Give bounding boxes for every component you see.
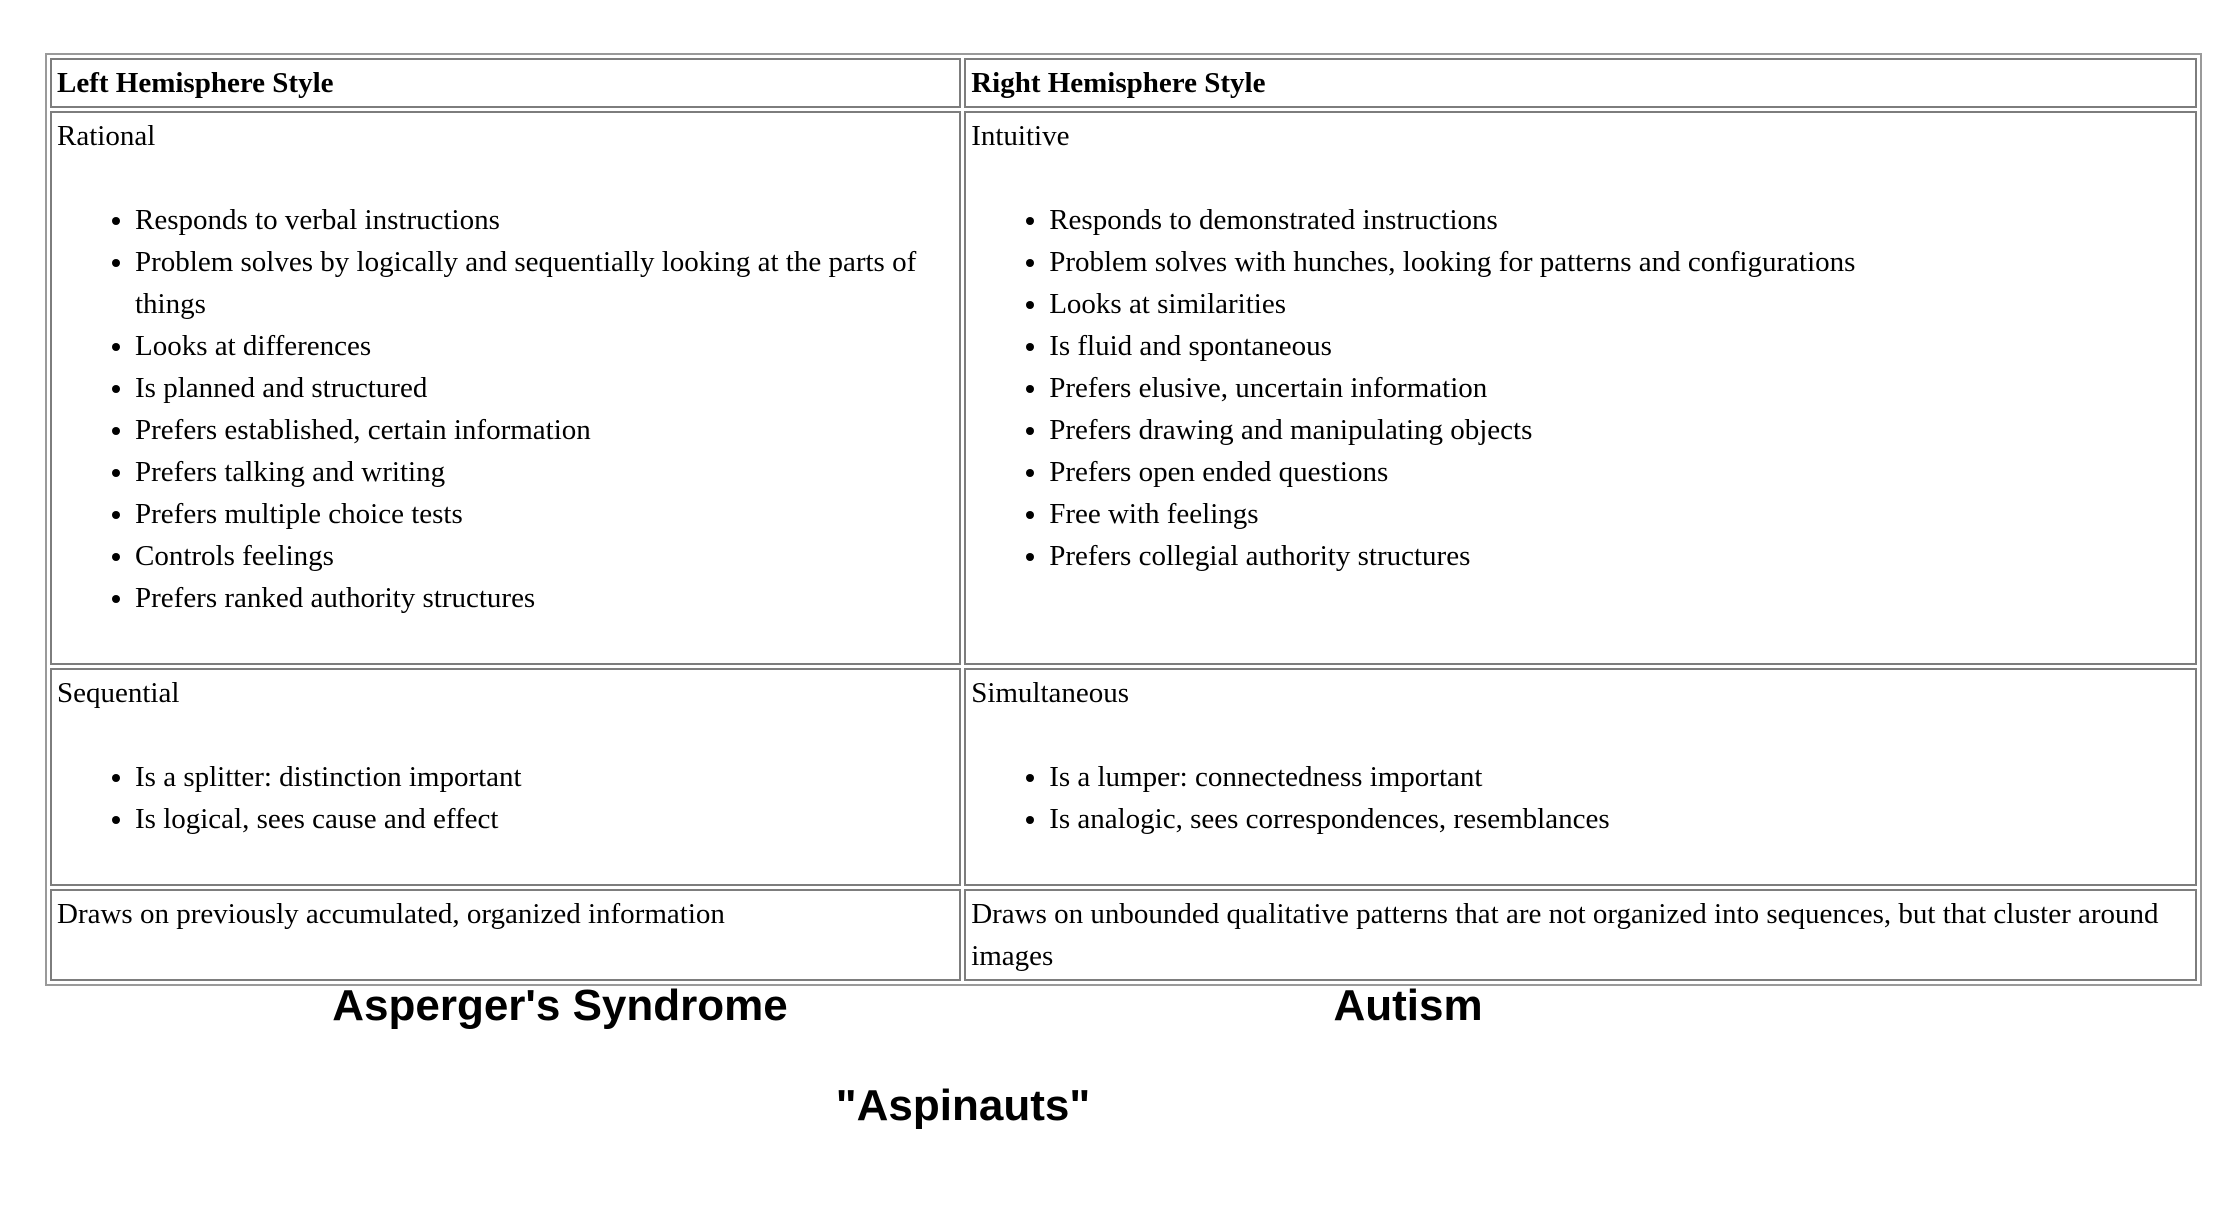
cell-intuitive: Intuitive Responds to demonstrated instr… bbox=[964, 111, 2197, 665]
bullet-item: Prefers established, certain information bbox=[135, 409, 953, 451]
caption-aspinauts: "Aspinauts" bbox=[835, 1081, 1091, 1130]
bullet-list: Responds to demonstrated instructionsPro… bbox=[971, 199, 2189, 577]
bullet-list: Is a lumper: connectedness importantIs a… bbox=[971, 756, 2189, 840]
cell-text: Draws on unbounded qualitative patterns … bbox=[971, 898, 2159, 972]
bullet-item: Is a splitter: distinction important bbox=[135, 756, 953, 798]
bullet-item: Prefers drawing and manipulating objects bbox=[1049, 409, 2189, 451]
bullet-item: Looks at differences bbox=[135, 325, 953, 367]
bullet-list: Responds to verbal instructionsProblem s… bbox=[57, 199, 953, 619]
bullet-item: Prefers open ended questions bbox=[1049, 451, 2189, 493]
cell-heading: Simultaneous bbox=[971, 677, 1130, 709]
bullet-item: Responds to demonstrated instructions bbox=[1049, 199, 2189, 241]
bullet-item: Looks at similarities bbox=[1049, 283, 2189, 325]
cell-simultaneous: Simultaneous Is a lumper: connectedness … bbox=[964, 668, 2197, 886]
table-row: Draws on previously accumulated, organiz… bbox=[50, 889, 2197, 981]
cell-heading: Intuitive bbox=[971, 120, 1070, 152]
bullet-item: Responds to verbal instructions bbox=[135, 199, 953, 241]
bullet-item: Is logical, sees cause and effect bbox=[135, 798, 953, 840]
table-row: Sequential Is a splitter: distinction im… bbox=[50, 668, 2197, 886]
caption-autism: Autism bbox=[1333, 981, 1483, 1030]
bullet-item: Is analogic, sees correspondences, resem… bbox=[1049, 798, 2189, 840]
cell-sequential: Sequential Is a splitter: distinction im… bbox=[50, 668, 962, 886]
bullet-item: Is a lumper: connectedness important bbox=[1049, 756, 2189, 798]
cell-draws-left: Draws on previously accumulated, organiz… bbox=[50, 889, 962, 981]
header-right-hemisphere: Right Hemisphere Style bbox=[964, 58, 2197, 108]
table-header-row: Left Hemisphere Style Right Hemisphere S… bbox=[50, 58, 2197, 108]
bullet-item: Free with feelings bbox=[1049, 493, 2189, 535]
bullet-item: Is planned and structured bbox=[135, 367, 953, 409]
cell-text: Draws on previously accumulated, organiz… bbox=[57, 898, 725, 930]
bullet-item: Prefers multiple choice tests bbox=[135, 493, 953, 535]
caption-aspergers-syndrome: Asperger's Syndrome bbox=[332, 981, 788, 1030]
cell-rational: Rational Responds to verbal instructions… bbox=[50, 111, 962, 665]
bullet-item: Prefers ranked authority structures bbox=[135, 577, 953, 619]
hemisphere-comparison-table: Left Hemisphere Style Right Hemisphere S… bbox=[45, 53, 2202, 986]
bullet-item: Prefers collegial authority structures bbox=[1049, 535, 2189, 577]
table-row: Rational Responds to verbal instructions… bbox=[50, 111, 2197, 665]
bullet-list: Is a splitter: distinction importantIs l… bbox=[57, 756, 953, 840]
bullet-item: Prefers talking and writing bbox=[135, 451, 953, 493]
bullet-item: Prefers elusive, uncertain information bbox=[1049, 367, 2189, 409]
header-left-hemisphere: Left Hemisphere Style bbox=[50, 58, 962, 108]
bullet-item: Problem solves with hunches, looking for… bbox=[1049, 241, 2189, 283]
bullet-item: Problem solves by logically and sequenti… bbox=[135, 241, 953, 325]
bullet-item: Controls feelings bbox=[135, 535, 953, 577]
bullet-item: Is fluid and spontaneous bbox=[1049, 325, 2189, 367]
cell-heading: Rational bbox=[57, 120, 156, 152]
cell-heading: Sequential bbox=[57, 677, 180, 709]
cell-draws-right: Draws on unbounded qualitative patterns … bbox=[964, 889, 2197, 981]
